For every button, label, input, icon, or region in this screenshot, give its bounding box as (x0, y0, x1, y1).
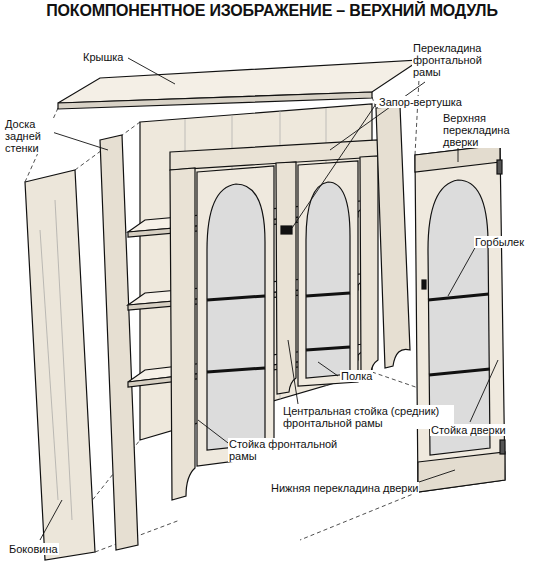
door (298, 161, 358, 386)
door-glass (207, 184, 265, 450)
door-top-rail (415, 145, 500, 172)
part-label: Горбылек (474, 236, 525, 248)
hinge (497, 160, 502, 174)
door (415, 145, 505, 492)
side-panel (376, 106, 410, 368)
part-label: Боковина (8, 543, 59, 555)
turn-latch (281, 226, 292, 234)
part-label: Крышка (82, 51, 124, 63)
muntin (429, 369, 490, 375)
part-label: Полка (340, 370, 373, 382)
part-label: Запор-вертушка (378, 96, 463, 108)
frame-center-stile (276, 162, 296, 394)
part-label: Перекладина фронтальной рамы (412, 42, 492, 78)
part-label: Центральная стойка (средник) фронтальной… (282, 405, 454, 429)
muntin (428, 294, 489, 300)
part-label: Нижняя перекладина дверки (270, 482, 419, 494)
part-label: Верхняя перекладина дверки (442, 112, 540, 148)
part-label: Доска задней стенки (4, 118, 54, 154)
lid-edge (58, 92, 372, 109)
alignment-lines (25, 60, 430, 560)
leader-lines (40, 58, 498, 540)
side-panel (25, 170, 95, 560)
part-label: Стойка дверки (430, 424, 507, 436)
door-glass (306, 182, 350, 378)
knob (422, 280, 426, 289)
hinge (500, 440, 505, 454)
diagram-title: ПОКОМПОНЕНТНОЕ ИЗОБРАЖЕНИЕ – ВЕРХНИЙ МОД… (0, 2, 544, 20)
door-bottom-rail (418, 452, 505, 492)
door (197, 166, 274, 466)
frame-stile (170, 168, 195, 500)
cabinet-parts (25, 60, 505, 560)
frame-stile (360, 156, 378, 374)
part-label: Стойка фронтальной рамы (228, 438, 342, 462)
back-board (100, 135, 138, 550)
